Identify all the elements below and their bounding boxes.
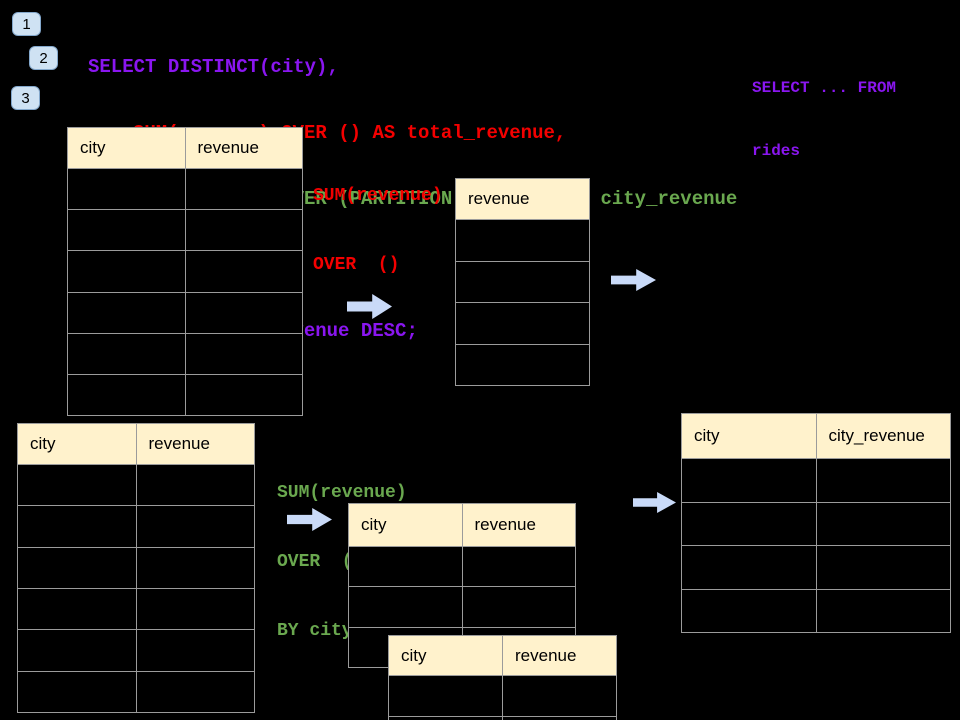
table-cell <box>349 587 462 627</box>
revenue-only-table: revenue <box>455 178 590 386</box>
table-cell <box>68 374 185 415</box>
table-cell <box>185 251 302 292</box>
table-cell <box>456 303 589 344</box>
table-cell <box>456 261 589 302</box>
table-cell <box>503 676 616 716</box>
table-cell <box>462 547 575 587</box>
column-header-city: city <box>389 636 502 675</box>
table-cell <box>816 546 950 589</box>
table-cell <box>816 459 950 502</box>
table-cell <box>349 547 462 587</box>
step-3-badge: 3 <box>11 86 40 110</box>
table-cell <box>18 630 136 671</box>
table-cell <box>389 676 502 716</box>
sql-line-select: SELECT DISTINCT(city), <box>88 56 339 78</box>
table-cell <box>456 220 589 261</box>
table-cell <box>682 546 816 589</box>
from-rides-note: SELECT ... FROM rides <box>752 36 896 204</box>
note-line-2: rides <box>752 142 801 160</box>
table-cell <box>18 588 136 630</box>
column-header-city: city <box>349 504 462 546</box>
table-cell <box>136 671 254 712</box>
note-line-1: SELECT ... FROM <box>752 79 897 97</box>
column-header-revenue: revenue <box>136 424 254 464</box>
table-cell <box>185 210 302 251</box>
annotation-line: SUM(revenue) <box>313 186 443 206</box>
table-cell <box>68 210 185 251</box>
result-table-right: city city_revenue <box>681 413 951 633</box>
table-cell <box>136 506 254 547</box>
column-header-city: city <box>18 424 136 464</box>
table-cell <box>185 374 302 415</box>
table-cell <box>68 292 185 333</box>
table-cell <box>18 506 136 547</box>
table-cell <box>456 344 589 385</box>
table-cell <box>185 292 302 333</box>
column-header-revenue: revenue <box>185 128 302 168</box>
table-cell <box>136 465 254 506</box>
table-cell <box>682 459 816 502</box>
column-header-revenue: revenue <box>503 636 616 675</box>
table-cell <box>18 547 136 588</box>
table-cell <box>68 169 185 210</box>
source-table-bottom: city revenue <box>17 423 255 713</box>
column-header-revenue: revenue <box>456 179 589 219</box>
table-cell <box>185 333 302 374</box>
source-table-top: city revenue <box>67 127 303 416</box>
partition-table-overlay: city revenue <box>388 635 617 720</box>
table-cell <box>462 587 575 627</box>
table-cell <box>18 671 136 712</box>
table-cell <box>185 169 302 210</box>
table-cell <box>682 589 816 632</box>
table-cell <box>136 630 254 671</box>
table-cell <box>503 717 616 720</box>
column-header-city: city <box>68 128 185 168</box>
step-1-badge: 1 <box>12 12 41 36</box>
table-cell <box>136 588 254 630</box>
table-cell <box>816 502 950 545</box>
flow-arrow-icon <box>633 492 676 513</box>
table-cell <box>682 502 816 545</box>
column-header-city-revenue: city_revenue <box>816 414 950 458</box>
column-header-city: city <box>682 414 816 458</box>
table-cell <box>68 251 185 292</box>
annotation-line: OVER () <box>313 255 400 275</box>
annotation-line: SUM(revenue) <box>277 483 407 503</box>
table-cell <box>68 333 185 374</box>
table-cell <box>389 717 502 720</box>
column-header-revenue: revenue <box>462 504 575 546</box>
table-cell <box>136 547 254 588</box>
step-2-badge: 2 <box>29 46 58 70</box>
total-revenue-annotation: SUM(revenue) OVER () <box>313 139 443 323</box>
table-cell <box>18 465 136 506</box>
table-cell <box>816 589 950 632</box>
partition-table-mid: city revenue <box>348 503 576 668</box>
